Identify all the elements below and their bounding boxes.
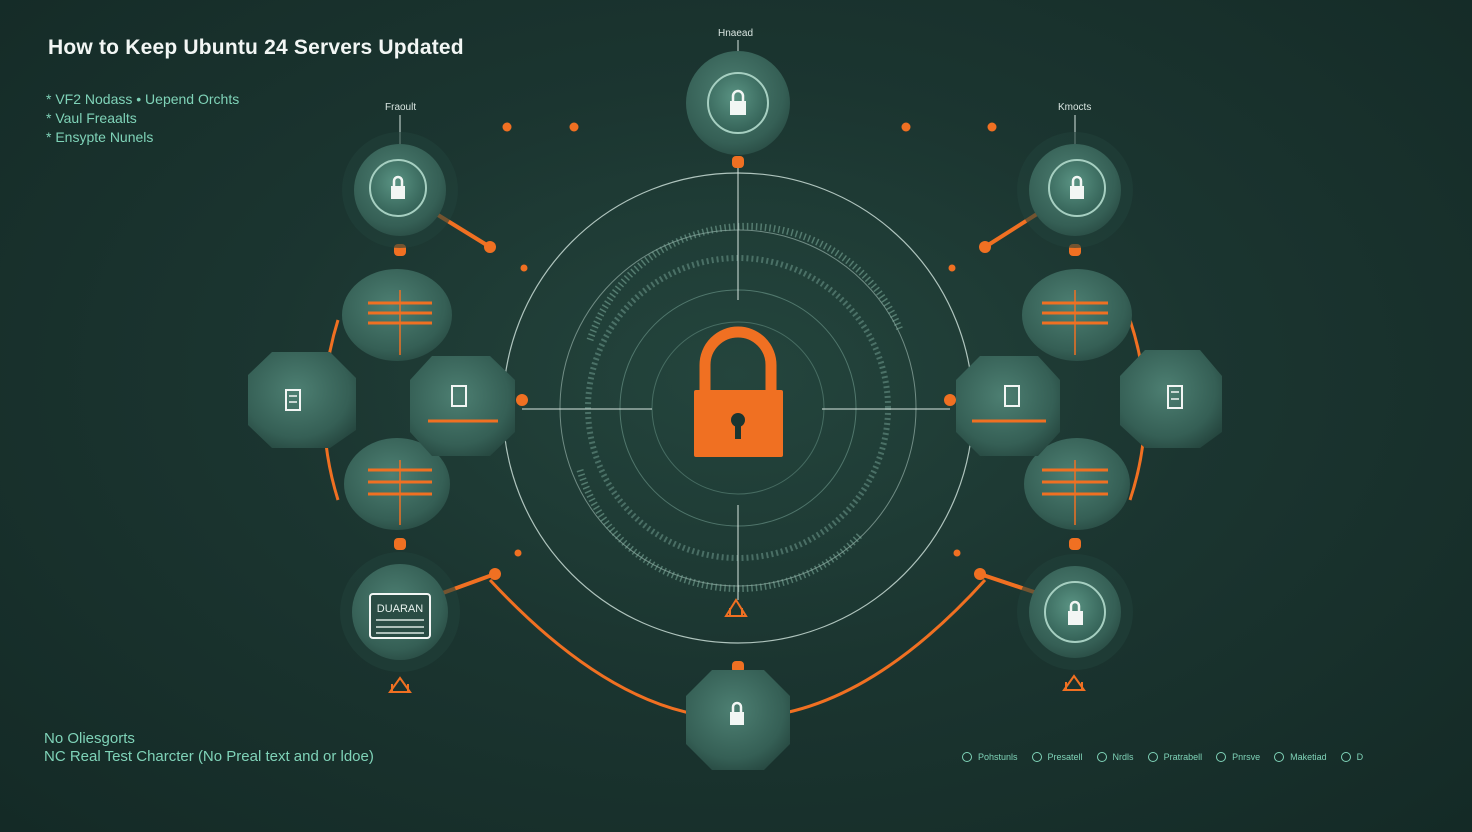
legend-label: Nrdls xyxy=(1112,752,1134,762)
page-title: How to Keep Ubuntu 24 Servers Updated xyxy=(48,36,464,59)
node-label-left: Fraoult xyxy=(385,102,417,113)
feature-list: * VF2 Nodass • Uepend Orchts * Vaul Frea… xyxy=(46,90,239,147)
node-octagon-far-right xyxy=(1120,350,1222,448)
legend-item: Nrdls xyxy=(1096,752,1134,762)
feature-item: * VF2 Nodass • Uepend Orchts xyxy=(46,91,240,107)
circle-icon xyxy=(1147,752,1158,762)
building-icon xyxy=(724,598,748,617)
node-lock-upper-left xyxy=(342,132,458,248)
legend-item: Pratrabell xyxy=(1147,752,1203,762)
legend: Pohstunls Presatell Nrdls Pratrabell Pnr… xyxy=(962,752,1363,762)
footnote: No Oliesgorts NC Real Test Charcter (No … xyxy=(44,730,374,766)
node-octagon-inner-left xyxy=(410,356,515,456)
node-lock-bottom xyxy=(686,670,790,770)
circle-icon xyxy=(962,752,972,762)
node-lock-lower-right xyxy=(1017,554,1133,670)
node-server-left-upper xyxy=(342,269,452,361)
node-octagon-inner-right xyxy=(956,356,1060,456)
node-document-lower-left xyxy=(340,552,460,672)
legend-item: Presatell xyxy=(1031,752,1083,762)
feature-item: * Vaul Freaalts xyxy=(46,110,137,126)
node-server-right-lower xyxy=(1024,438,1130,530)
legend-label: Pohstunls xyxy=(978,752,1018,762)
legend-label: Presatell xyxy=(1047,752,1083,762)
legend-label: Pnrsve xyxy=(1232,752,1261,762)
node-lock-upper-right xyxy=(1017,132,1133,248)
legend-item: Pnrsve xyxy=(1216,752,1260,762)
building-icon xyxy=(1062,674,1086,691)
panel-label: DUARAN xyxy=(377,603,424,615)
node-label-top: Hnaead xyxy=(718,28,754,39)
legend-label: D xyxy=(1356,752,1364,762)
legend-item: Maketiad xyxy=(1274,752,1327,762)
node-server-left-lower xyxy=(344,438,450,530)
footnote-line: No Oliesgorts xyxy=(44,730,135,747)
legend-item: Pohstunls xyxy=(962,752,1018,762)
circle-icon xyxy=(1216,752,1227,762)
circle-icon xyxy=(1274,752,1285,762)
legend-item: D xyxy=(1340,752,1364,762)
feature-item: * Ensypte Nunels xyxy=(46,129,154,145)
footnote-line: NC Real Test Charcter (No Preal text and… xyxy=(44,748,374,765)
orange-dots xyxy=(394,122,1081,673)
legend-label: Maketiad xyxy=(1290,752,1327,762)
node-lock-top xyxy=(686,51,790,155)
node-octagon-far-left xyxy=(248,352,356,448)
padlock-icon xyxy=(694,326,783,457)
circle-icon xyxy=(1031,752,1042,762)
building-icon xyxy=(388,676,412,693)
legend-label: Pratrabell xyxy=(1163,752,1203,762)
node-label-right: Kmocts xyxy=(1058,102,1092,113)
circle-icon xyxy=(1096,752,1107,762)
circle-icon xyxy=(1340,752,1351,762)
node-server-right-upper xyxy=(1022,269,1132,361)
